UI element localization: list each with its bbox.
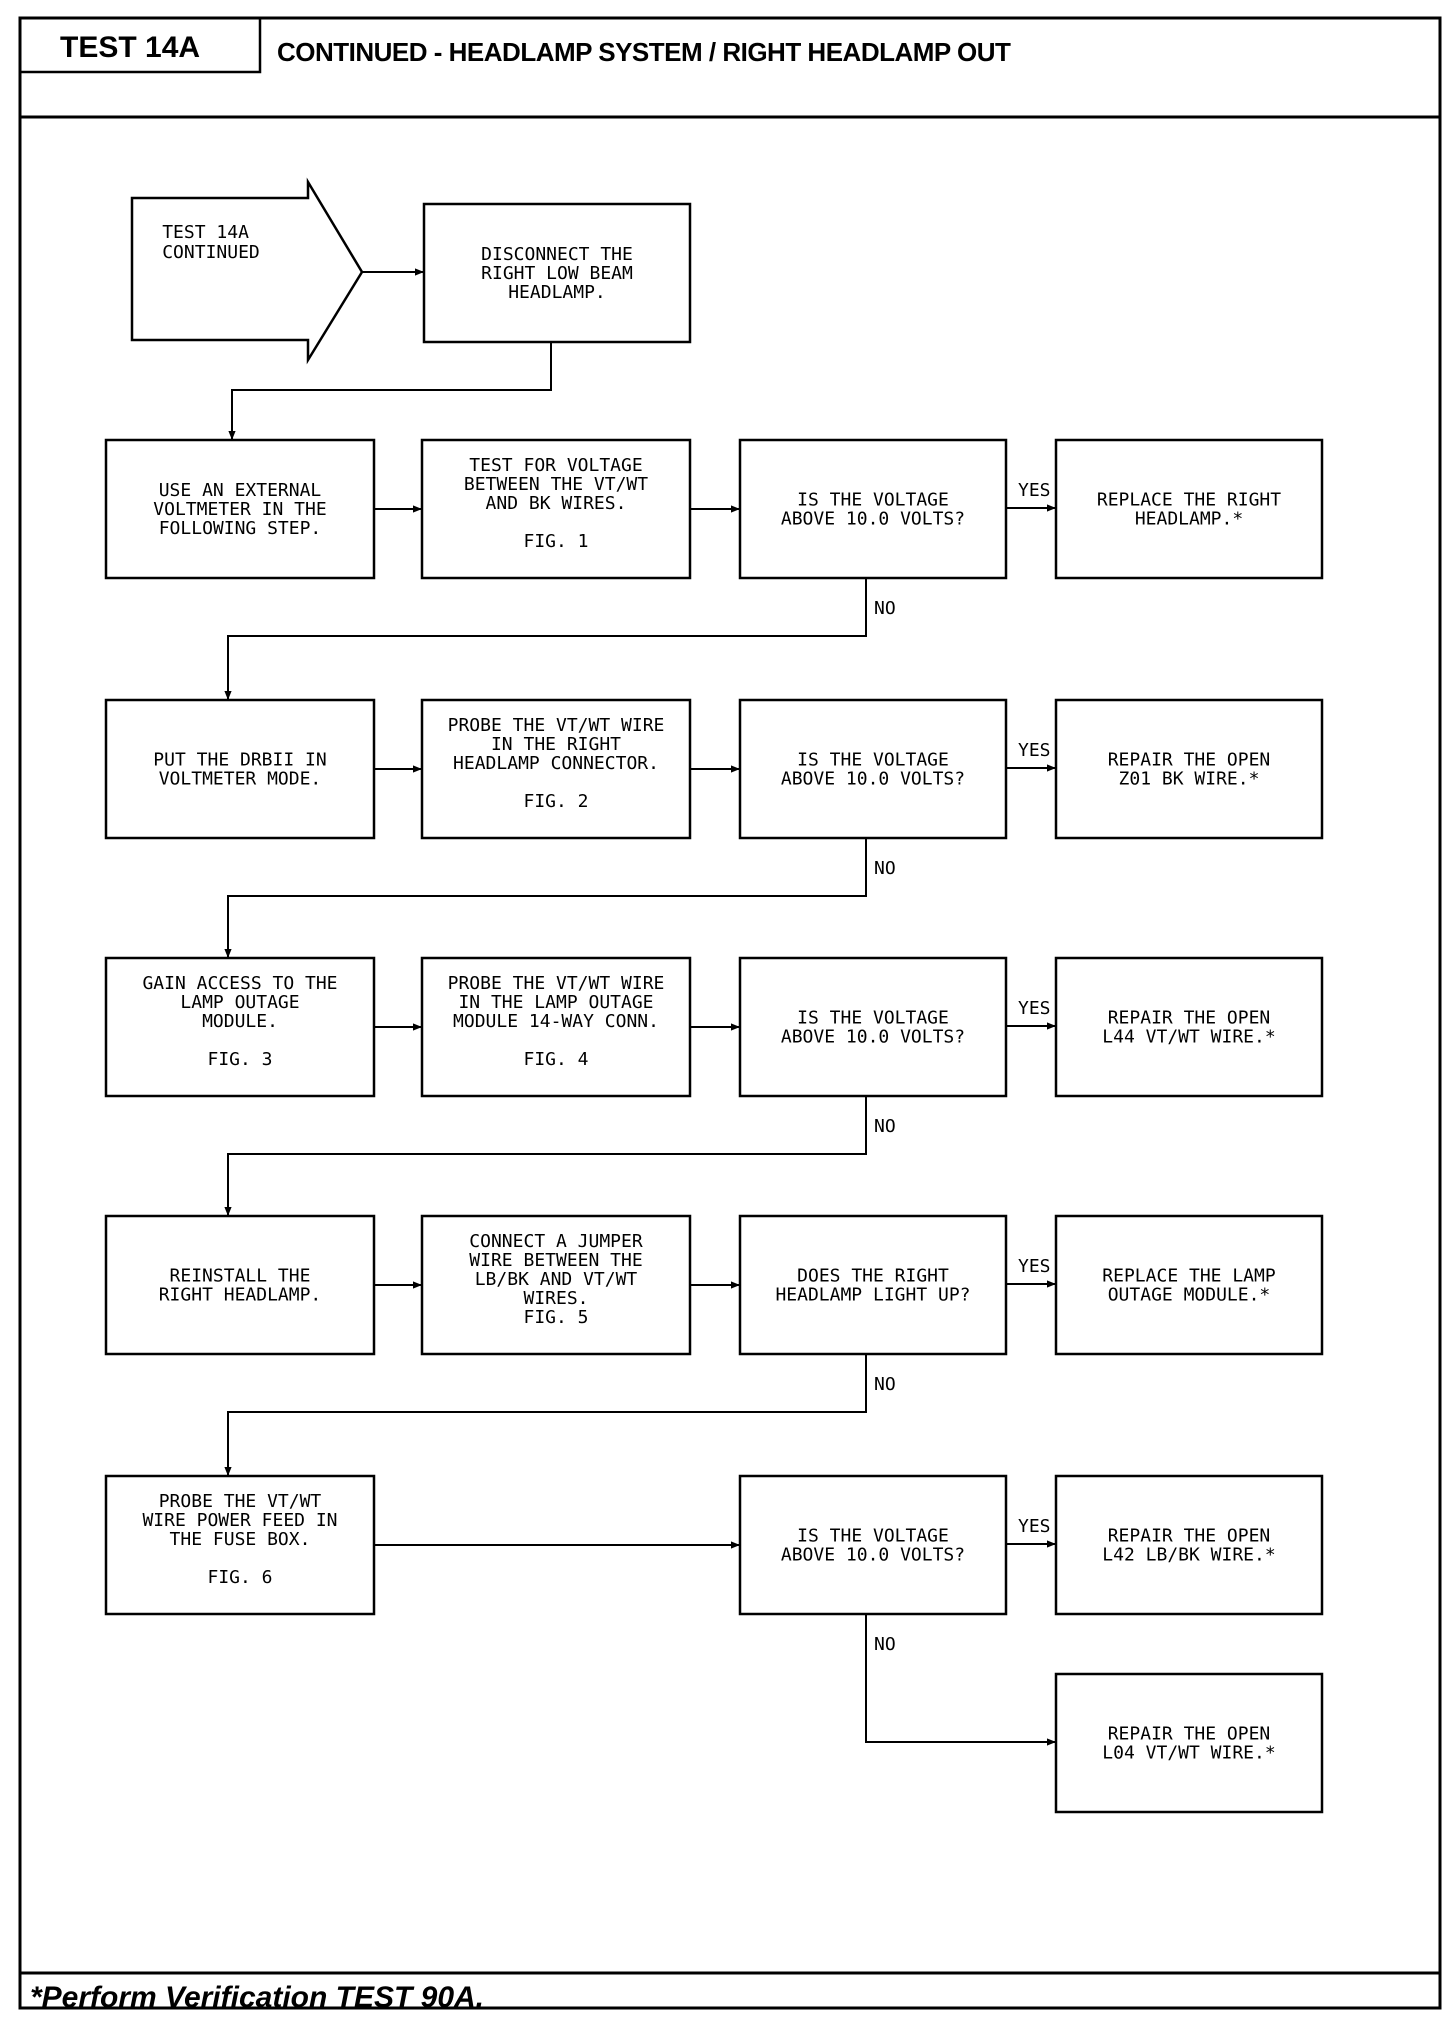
test-label: TEST 14A bbox=[60, 31, 200, 64]
start-block-arrow: TEST 14A CONTINUED bbox=[130, 177, 364, 365]
yes-label-5: YES bbox=[1018, 1516, 1051, 1537]
no-label-3: NO bbox=[874, 1116, 896, 1137]
start-label: TEST 14A CONTINUED bbox=[162, 222, 260, 263]
no-label-5: NO bbox=[874, 1634, 896, 1655]
no-connector-4 bbox=[224, 1354, 867, 1476]
no-connector-1 bbox=[224, 578, 867, 700]
page-title: CONTINUED - HEADLAMP SYSTEM / RIGHT HEAD… bbox=[277, 37, 1011, 67]
no-label-1: NO bbox=[874, 598, 896, 619]
no-label-4: NO bbox=[874, 1374, 896, 1395]
yes-label-3: YES bbox=[1018, 998, 1051, 1019]
no-connector-5 bbox=[865, 1614, 1056, 1746]
yes-label-1: YES bbox=[1018, 480, 1051, 501]
no-connector-3 bbox=[224, 1096, 867, 1216]
page-border bbox=[18, 16, 1442, 2010]
no-label-2: NO bbox=[874, 858, 896, 879]
yes-label-2: YES bbox=[1018, 740, 1051, 761]
yes-label-4: YES bbox=[1018, 1256, 1051, 1277]
verification-note: *Perform Verification TEST 90A. bbox=[30, 1981, 484, 2014]
test-label-box bbox=[18, 16, 262, 74]
connector-disconnect-to-row1 bbox=[228, 342, 552, 440]
no-connector-2 bbox=[224, 838, 867, 958]
